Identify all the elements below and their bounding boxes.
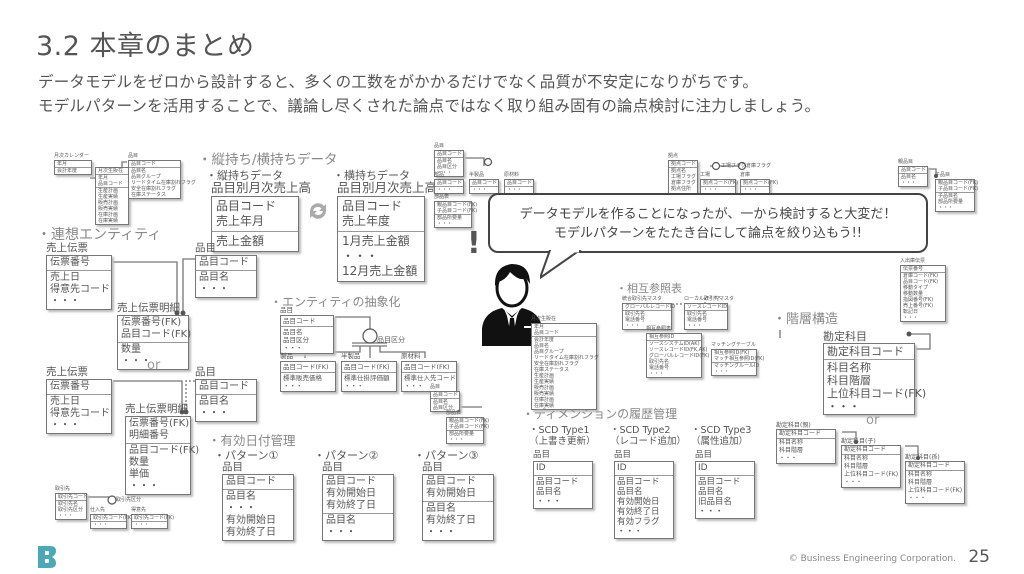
entity-effective-2: 品目 品目コード有効開始日有効終了日品目名・・・	[322, 461, 394, 541]
entity-thumb-calendar: 月次カレンダー 年月会計年度	[54, 153, 92, 175]
entity-vertical: 品目別月次売上高 品目コード売上年月 売上金額	[211, 180, 311, 252]
label-pattern-2: ・パターン②	[314, 449, 379, 462]
entity-item-2: 品目 品目コード品目名・・・	[195, 366, 257, 422]
section-title-hierarchy: ・階層構造	[773, 312, 839, 327]
entity-thumb-bom-part: 部品 品目コード・・・	[434, 172, 464, 194]
thumb-site-flag-warehouse: 倉庫フラグ	[746, 163, 772, 169]
label-pattern-3: ・パターン③	[414, 449, 479, 462]
discriminator-label: 品目区分	[377, 336, 405, 344]
copyright: © Business Engineering Corporation.	[788, 554, 956, 564]
entity-thumb-vendor: 仕入先 取引先コード(FK)・・・	[90, 507, 134, 529]
entity-thumb-monthly: 月次生販在 年月品目コード 生産計画生産実績販売計画販売実績在庫計画在庫実績	[95, 167, 129, 225]
entity-thumb-supplier: 取引先 取引先コード取引先名取引先区分・・・	[55, 486, 89, 520]
entity-thumb-parent-item: 親品目 品目コード品目名・・・	[898, 159, 928, 187]
entity-matching-table: マッチングテーブル 相互参照ID(FK)マッチ相互参照ID(FK)マッチングルー…	[711, 342, 765, 376]
entity-account-grandchild: 勘定科目(孫) 勘定科目コード科目名称科目階層上位科目コード(FK)・・・	[905, 454, 965, 504]
entity-product: 製品 品目コード(FK)標準販売価格・・・	[280, 352, 336, 392]
entity-sales-detail-2: 売上伝票明細 伝票番号(FK)明細番号品目コード(FK)数量単価・・・	[125, 403, 199, 495]
connector-hierarchy-recursive	[909, 333, 931, 350]
speech-line-2: モデルパターンをたたき台にして論点を絞り込もう!!	[554, 226, 862, 241]
thumb-site-flag-factory: 工場フラグ	[721, 163, 747, 169]
entity-thumb-item: 品目 品目コード品目名品目グループリードタイム在庫割れフラグ安全在庫割れフラグ在…	[128, 153, 196, 199]
or-label-hierarchy: or	[866, 413, 880, 428]
section-title-vertical-horizontal: ・縦持ち/横持ちデータ	[198, 152, 338, 168]
entity-account-child: 勘定科目(子) 勘定科目コード科目名称科目階層上位科目コード(FK)・・・	[841, 438, 901, 488]
convert-arrows-icon	[305, 198, 331, 224]
connector-slip-detail	[113, 261, 178, 313]
entity-account-hierarchy: 勘定科目 勘定科目コード科目名称科目階層上位科目コード(FK)・・・	[823, 330, 927, 415]
speech-bubble-tail	[540, 250, 582, 280]
company-logo-icon	[38, 546, 56, 568]
entity-thumb-customer: 得意先 取引先コード(FK)・・・	[131, 507, 175, 529]
entity-account-parent: 勘定科目(親) 勘定科目コード科目名称科目階層・・・	[776, 422, 836, 464]
exclamation-mark: !	[467, 226, 481, 261]
entity-thumb-bom-raw: 原材料 品目コード・・・	[504, 172, 534, 194]
section-title-abstraction: ・エンティティの抽象化	[270, 295, 401, 309]
section-title-scd: ・ディメンションの履歴管理	[522, 407, 678, 421]
connector-item-detail	[182, 258, 195, 313]
entity-abstract-parent: 品目 品目コード品目名品目区分・・・	[280, 306, 334, 354]
label-horizontal: ・横持ちデータ	[333, 169, 410, 182]
entity-semi-product: 半製品 品目コード(FK)標準仕掛評価額・・・	[341, 352, 397, 392]
section-title-cross-ref: ・相互参照表	[616, 282, 682, 295]
lead-line-1: データモデルをゼロから設計すると、多くの工数をがかかるだけでなく品質が不安定にな…	[38, 73, 759, 91]
entity-name: 品目別月次売上高	[211, 180, 312, 195]
thumb-supplier-discriminator: 取引先区分	[116, 497, 142, 503]
speech-line-1: データモデルを作ることになったが、一から検討すると大変だ！	[519, 207, 897, 222]
section-title-associative: ・連想エンティティ	[37, 227, 162, 243]
entity-thumb-dim: 月次生販在 年月品目コード会計年度品目名品目グループリードタイム在庫割れフラグ安…	[531, 316, 599, 410]
entity-thumb-bom2-item: 品目 品目コード品目名品目区分	[430, 384, 460, 412]
discriminator-circle	[362, 328, 378, 344]
label-vertical: ・縦持ちデータ	[206, 169, 283, 182]
entity-effective-3: 品目 品目コード有効開始日品目名有効終了日・・・	[422, 461, 494, 541]
entity-effective-1: 品目 品目コード品目名・・・有効開始日有効終了日	[222, 461, 294, 541]
speech-bubble: データモデルを作ることになったが、一から検討すると大変だ！ モデルパターンをたた…	[488, 193, 928, 253]
label-scd-type2: ・SCD Type2（レコード追加）	[610, 425, 687, 447]
entity-sales-slip-2: 売上伝票 伝票番号売上日得意先コード・・・	[46, 366, 112, 434]
entity-horizontal: 品目別月次売上高 品目コード売上年度 1月売上金額・・・12月売上金額	[337, 180, 437, 282]
entity-sales-detail: 売上伝票明細 伝票番号(FK)品目コード(FK)数量・・・	[117, 302, 191, 370]
entity-thumb-bom: 部品表 親品目コード(FK)子品目コード(FK)部品所要量・・・	[434, 194, 478, 228]
entity-thumb-warehouse: 倉庫 拠点コード(FK)・・・	[740, 172, 779, 194]
connector-item2-detail2	[185, 380, 195, 412]
connector-abstract-parent	[335, 316, 371, 330]
entity-thumb-bom2: 部品表 親品目コード(FK)子品目コード(FK)部品所要量・・・	[446, 410, 490, 444]
label-pattern-1: ・パターン①	[214, 449, 279, 462]
businessman-icon	[476, 256, 548, 346]
section-title-effective-date: ・有効日付管理	[208, 433, 296, 448]
entity-thumb-inout: 入出庫伝票 伝票番号倉庫コード(FK)品目コード(FK)移動タイプ移動数量指図番…	[900, 258, 946, 322]
or-label-associative: or	[147, 358, 161, 373]
entity-raw-material: 原材料 品目コード(FK)標準仕入先コード・・・	[401, 352, 457, 392]
label-scd-type1: ・SCD Type1（上書き更新）	[529, 425, 596, 447]
lead-line-2: モデルパターンを活用することで、議論し尽くされた論点ではなく取り組み固有の論点検…	[38, 97, 821, 115]
connector-slip2-detail2	[113, 380, 183, 412]
entity-thumb-child-item: 子品目 親品目コード(FK)子品目コード(FK)子品目名部品所要量・・・	[935, 172, 979, 212]
page-number: 25	[968, 547, 990, 567]
entity-thumb-bom-semi: 半製品 品目コード・・・	[469, 172, 499, 194]
entity-sales-slip: 売上伝票 伝票番号売上日得意先コード・・・	[46, 242, 112, 310]
label-scd-type3: ・SCD Type3（属性追加）	[691, 425, 752, 447]
entity-thumb-bom-item: 品目 品目コード品目名品目区分・・・	[434, 143, 464, 177]
page-title: 3.2 本章のまとめ	[36, 31, 255, 62]
entity-thumb-factory: 工場 拠点コード(FK)・・・	[700, 172, 739, 194]
entity-item: 品目 品目コード品目名・・・	[195, 242, 257, 298]
